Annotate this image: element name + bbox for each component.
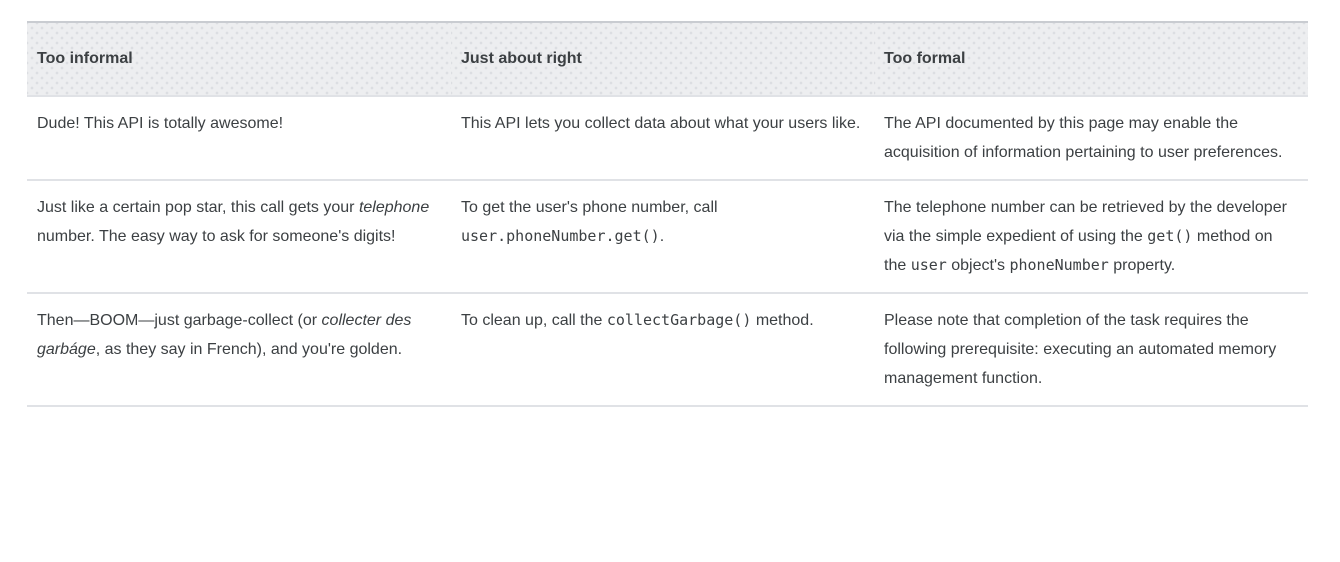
- cell-text: The telephone number can be retrieved by…: [884, 199, 1287, 245]
- cell-text: This API lets you collect data about wha…: [461, 115, 861, 132]
- cell-text: Then—BOOM—just garbage-collect (or: [37, 312, 322, 329]
- inline-code: phoneNumber: [1009, 256, 1109, 274]
- cell-text: method on the: [884, 228, 1273, 274]
- cell-text: To get the user's phone number, call: [461, 199, 718, 216]
- table-cell-just-about-right: To get the user's phone number, call use…: [451, 180, 874, 294]
- table-row: Then—BOOM—just garbage-collect (or colle…: [27, 293, 1308, 407]
- table-cell-just-about-right: To clean up, call the collectGarbage() m…: [451, 293, 874, 407]
- table-row: Dude! This API is totally awesome! This A…: [27, 96, 1308, 181]
- cell-text: , as they say in French), and you're gol…: [95, 341, 403, 358]
- inline-code: user.phoneNumber.get(): [461, 227, 660, 245]
- table-cell-too-formal: Please note that completion of the task …: [874, 293, 1308, 407]
- table-cell-too-informal: Then—BOOM—just garbage-collect (or colle…: [27, 293, 451, 407]
- cell-text: object's: [946, 257, 1010, 274]
- cell-text: property.: [1108, 257, 1176, 274]
- cell-text: method.: [751, 312, 814, 329]
- cell-text: To clean up, call the: [461, 312, 607, 329]
- column-header-just-about-right: Just about right: [451, 22, 874, 97]
- inline-code: user: [910, 256, 947, 274]
- column-header-too-formal: Too formal: [874, 22, 1308, 97]
- table-cell-too-formal: The telephone number can be retrieved by…: [874, 180, 1308, 294]
- inline-code: get(): [1147, 227, 1193, 245]
- cell-text: Just like a certain pop star, this call …: [37, 199, 359, 216]
- cell-text: number. The easy way to ask for someone'…: [37, 228, 396, 245]
- italic-text: collecter des garbáge: [37, 312, 412, 358]
- column-header-too-informal: Too informal: [27, 22, 451, 97]
- table-cell-too-informal: Just like a certain pop star, this call …: [27, 180, 451, 294]
- cell-text: Dude! This API is totally awesome!: [37, 115, 284, 132]
- italic-text: telephone: [358, 199, 430, 216]
- header-row: Too informal Just about right Too formal: [27, 22, 1308, 97]
- cell-text: The API documented by this page may enab…: [884, 115, 1283, 161]
- table-body: Dude! This API is totally awesome! This A…: [27, 96, 1308, 407]
- table-row: Just like a certain pop star, this call …: [27, 180, 1308, 294]
- table-cell-too-formal: The API documented by this page may enab…: [874, 96, 1308, 181]
- cell-text: .: [659, 228, 665, 245]
- cell-text: Please note that completion of the task …: [884, 312, 1277, 387]
- tone-comparison-table: Too informal Just about right Too formal…: [27, 21, 1308, 407]
- table-cell-too-informal: Dude! This API is totally awesome!: [27, 96, 451, 181]
- documentation-page: Too informal Just about right Too formal…: [0, 21, 1340, 562]
- table-cell-just-about-right: This API lets you collect data about wha…: [451, 96, 874, 181]
- inline-code: collectGarbage(): [606, 311, 752, 329]
